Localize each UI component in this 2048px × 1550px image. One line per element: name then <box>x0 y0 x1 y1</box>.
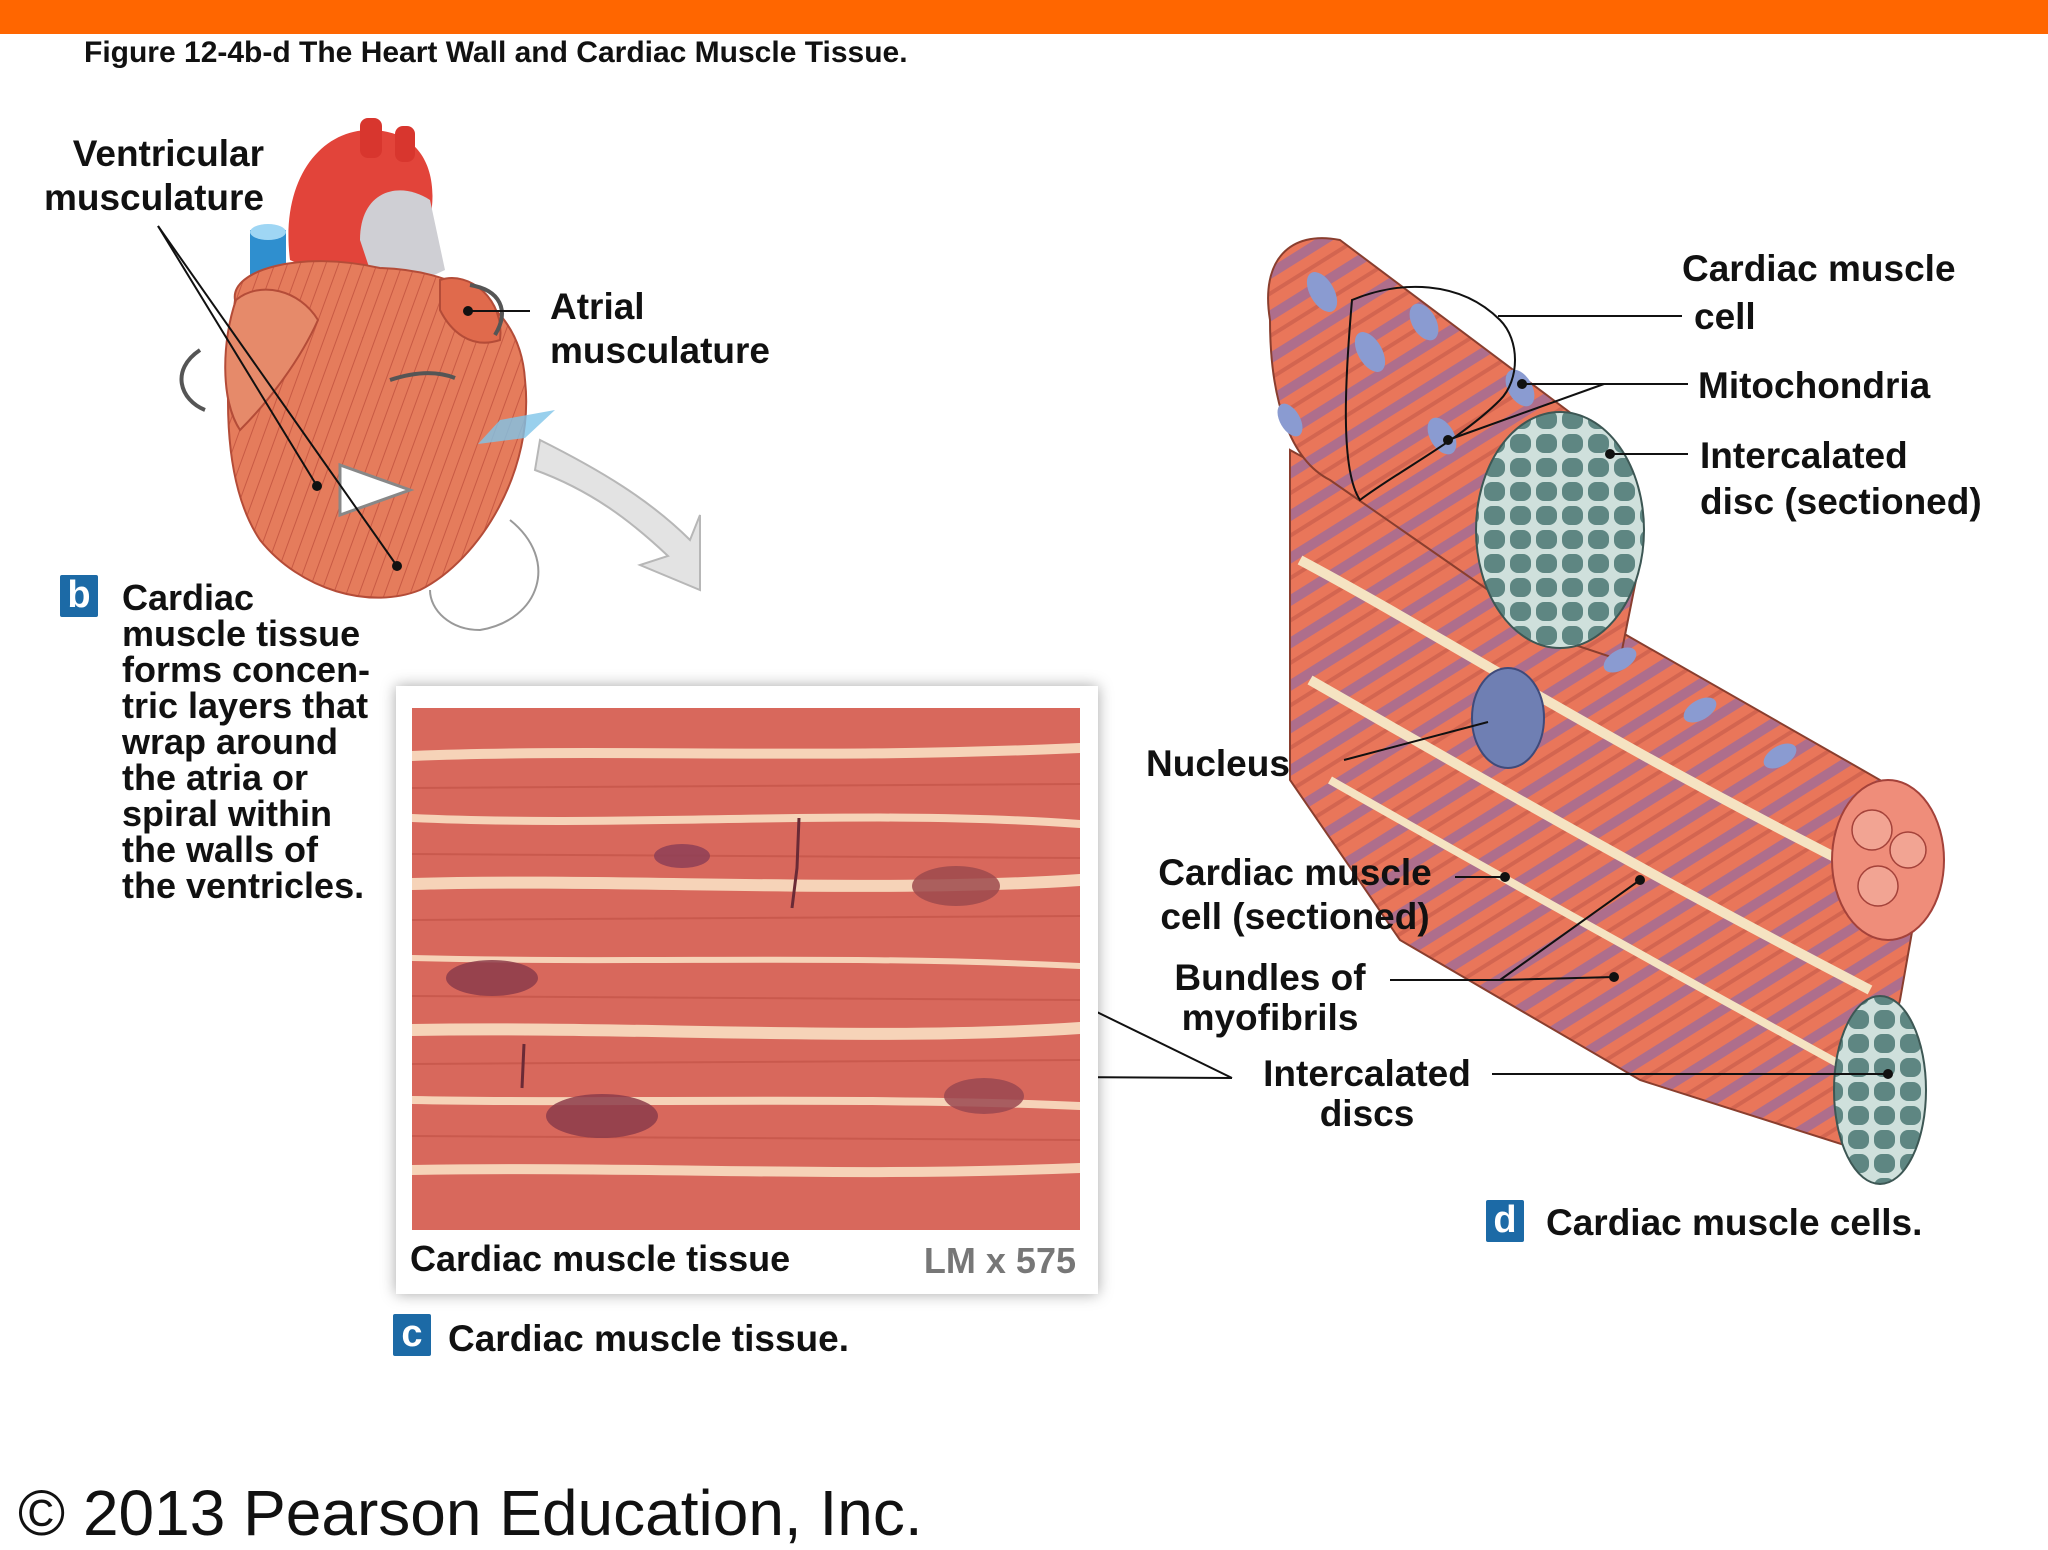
micrograph-image <box>412 708 1080 1230</box>
copyright-notice: © 2013 Pearson Education, Inc. <box>18 1477 923 1549</box>
panel-c-caption: Cardiac muscle tissue. <box>448 1318 850 1359</box>
label-line: musculature <box>43 177 264 218</box>
label-line: cell (sectioned) <box>1160 896 1430 937</box>
panel-d-caption: Cardiac muscle cells. <box>1546 1202 1923 1243</box>
label-line: Cardiac muscle <box>1158 852 1432 893</box>
label-nucleus: Nucleus <box>1146 743 1290 784</box>
label-line: discs <box>1319 1093 1415 1134</box>
top-accent-bar <box>0 0 2048 34</box>
desc-line: tric layers that <box>122 685 369 726</box>
micrograph-magnification: LM x 575 <box>923 1240 1076 1281</box>
micrograph-caption: Cardiac muscle tissue <box>410 1238 791 1279</box>
desc-line: forms concen- <box>122 649 371 690</box>
label-line: myofibrils <box>1181 997 1359 1038</box>
desc-line: the walls of <box>122 829 319 870</box>
desc-line: the atria or <box>122 757 309 798</box>
label-line: Intercalated <box>1700 435 1908 476</box>
label-cardiac-muscle-cell: Cardiac muscle cell <box>1682 245 1956 341</box>
label-line: musculature <box>550 330 771 371</box>
desc-line: wrap around <box>122 721 339 762</box>
heart-illustration <box>179 118 701 639</box>
panel-b-badge: b <box>60 575 98 617</box>
label-line: Ventricular <box>72 133 264 174</box>
panel-c-badge: c <box>393 1314 431 1356</box>
label-ventricular-musculature: Ventricular musculature <box>20 132 264 220</box>
micrograph-frame: Cardiac muscle tissue LM x 575 <box>396 686 1098 1294</box>
label-line: Atrial <box>550 286 645 327</box>
label-line: cell <box>1694 296 1756 337</box>
label-line: Cardiac muscle <box>1682 248 1956 289</box>
label-mitochondria: Mitochondria <box>1698 365 1931 406</box>
cardiac-cells-illustration <box>1267 237 1945 1185</box>
figure-title: Figure 12-4b-d The Heart Wall and Cardia… <box>84 36 908 69</box>
label-line: Intercalated <box>1263 1053 1471 1094</box>
label-cardiac-muscle-cell-sectioned: Cardiac muscle cell (sectioned) <box>1140 851 1450 939</box>
label-bundles-of-myofibrils: Bundles of myofibrils <box>1150 958 1390 1038</box>
desc-line: spiral within <box>122 793 333 834</box>
label-line: disc (sectioned) <box>1700 481 1982 522</box>
panel-b-description: Cardiac muscle tissue forms concen- tric… <box>122 580 370 904</box>
desc-line: the ventricles. <box>122 865 365 906</box>
label-intercalated-disc-sectioned: Intercalated disc (sectioned) <box>1700 433 1982 525</box>
panel-d-badge: d <box>1486 1200 1524 1242</box>
desc-line: Cardiac <box>122 577 255 618</box>
desc-line: muscle tissue <box>122 613 361 654</box>
label-intercalated-discs: Intercalated discs <box>1246 1054 1488 1134</box>
label-atrial-musculature: Atrial musculature <box>550 285 770 373</box>
label-line: Bundles of <box>1174 957 1366 998</box>
